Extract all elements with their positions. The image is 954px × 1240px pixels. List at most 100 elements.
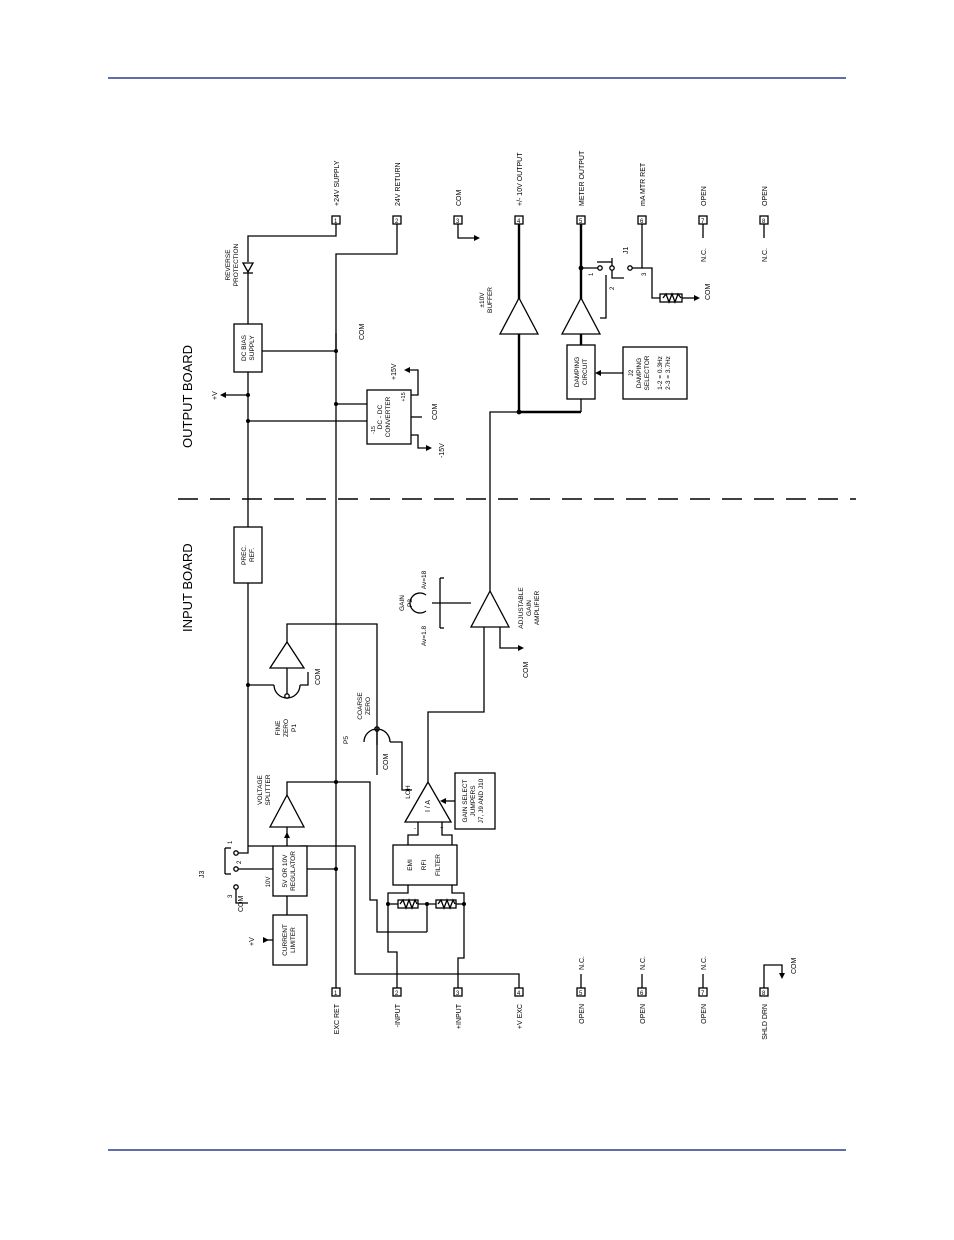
svg-text:P5: P5: [343, 736, 350, 744]
svg-text:DC BIAS: DC BIAS: [241, 334, 248, 361]
fine-zero-feedback: [286, 623, 378, 775]
svg-text:2-3 = 3.7Hz: 2-3 = 3.7Hz: [665, 356, 672, 390]
svg-text:1: 1: [334, 991, 338, 997]
output-terminal-6: 6 mA MTR RET: [637, 162, 647, 225]
svg-text:8: 8: [762, 219, 766, 225]
nc-marker-output-8: N.C.: [762, 224, 769, 262]
plus-input-wire: [457, 904, 465, 988]
svg-text:OPEN: OPEN: [701, 186, 708, 206]
svg-text:3: 3: [456, 219, 460, 225]
regulator: 5V OR 10V REGULATOR 10V: [266, 845, 308, 897]
svg-text:DAMPING: DAMPING: [636, 358, 643, 388]
svg-text:6: 6: [640, 219, 644, 225]
svg-text:J2: J2: [628, 369, 635, 376]
svg-text:24V RETURN: 24V RETURN: [395, 162, 402, 206]
svg-text:SPLITTER: SPLITTER: [265, 774, 272, 805]
j3-jumper: J3 1 2 3 COM: [199, 840, 273, 912]
current-limiter: CURRENT LIMITER: [272, 914, 308, 966]
svg-text:CONVERTER: CONVERTER: [385, 396, 392, 437]
svg-text:OPEN: OPEN: [762, 186, 769, 206]
svg-text:N.C.: N.C.: [701, 248, 708, 262]
svg-text:ZERO: ZERO: [365, 697, 372, 715]
svg-text:I / A: I / A: [425, 800, 432, 812]
output-terminal-7: 7 OPEN: [698, 186, 708, 225]
nc-marker-input-5: N.C.: [579, 956, 586, 988]
svg-text:1: 1: [589, 272, 595, 276]
input-terminal-6: 6 OPEN: [637, 987, 647, 1024]
svg-text:JUMPERS: JUMPERS: [470, 785, 477, 817]
svg-text:BUFFER: BUFFER: [487, 287, 494, 313]
svg-text:CIRCUIT: CIRCUIT: [582, 359, 589, 385]
input-board-label: INPUT BOARD: [180, 543, 195, 632]
instrumentation-amp: I / A LOH - +: [403, 780, 453, 832]
svg-text:+/- 10V OUTPUT: +/- 10V OUTPUT: [517, 152, 524, 206]
svg-text:N.C.: N.C.: [762, 248, 769, 262]
svg-text:GAIN: GAIN: [526, 600, 533, 616]
svg-text:P1: P1: [291, 724, 298, 732]
svg-text:Av=18: Av=18: [421, 570, 428, 589]
svg-text:LIMITER: LIMITER: [290, 927, 297, 953]
svg-text:COM: COM: [315, 669, 322, 686]
gain-to-buffer-wire: [489, 411, 519, 591]
svg-text:-INPUT: -INPUT: [395, 1003, 402, 1027]
meter-buffer-amp: [560, 296, 602, 335]
svg-text:AMPLIFIER: AMPLIFIER: [534, 591, 541, 626]
output-terminal-5: 5 METER OUTPUT: [576, 150, 586, 225]
svg-text:10V: 10V: [266, 877, 272, 888]
plus-vexc-wire: [300, 845, 520, 988]
svg-text:+INPUT: +INPUT: [456, 1003, 463, 1029]
fine-zero-pot-p1: COM FINE ZERO P1: [248, 668, 322, 737]
gain-pot-p2: GAIN P2 Av=18 Av=1.8: [399, 570, 471, 646]
svg-text:N.C.: N.C.: [579, 956, 586, 970]
minus-15v-out: -15V: [411, 434, 446, 458]
output-terminal-2: 2 24V RETURN: [392, 162, 402, 225]
svg-text:+V EXC: +V EXC: [517, 1004, 524, 1029]
svg-text:4: 4: [517, 219, 521, 225]
svg-text:COM: COM: [705, 284, 712, 301]
com-return-rail: [335, 224, 398, 988]
damping-circuit: DAMPING CIRCUIT: [566, 344, 596, 400]
output-terminal-4: 4 +/- 10V OUTPUT: [514, 152, 524, 225]
svg-text:N.C.: N.C.: [640, 956, 647, 970]
dc-bias-supply: DC BIAS SUPPLY: [233, 323, 263, 373]
svg-text:GAIN SELECT: GAIN SELECT: [462, 779, 469, 822]
input-terminal-2: 2 -INPUT: [392, 987, 402, 1027]
svg-text:-15V: -15V: [439, 443, 446, 458]
shield-drain-com: COM: [763, 958, 798, 988]
svg-text:REGULATOR: REGULATOR: [290, 851, 297, 891]
svg-text:COM: COM: [791, 958, 798, 975]
output-terminal-3: 3 COM: [453, 190, 463, 225]
supply-wire: [247, 224, 337, 262]
input-terminal-3: 3 +INPUT: [453, 987, 463, 1029]
input-terminal-5: 5 OPEN: [576, 987, 586, 1024]
svg-text:RFI: RFI: [421, 860, 428, 871]
damping-selector: J2 DAMPING SELECTOR 1-2 = 0.3Hz 2-3 = 3.…: [622, 346, 688, 400]
svg-text:ADJUSTABLE: ADJUSTABLE: [518, 587, 525, 629]
svg-text:7: 7: [701, 991, 705, 997]
svg-text:2: 2: [237, 860, 243, 864]
svg-text:±10V: ±10V: [479, 292, 486, 308]
j1-jumper: J1 1 2 3: [581, 224, 648, 290]
svg-text:3: 3: [228, 894, 234, 898]
svg-text:OPEN: OPEN: [701, 1004, 708, 1024]
nc-marker-input-6: N.C.: [640, 956, 647, 988]
com-dcdc-out: COM: [411, 404, 439, 420]
svg-text:ZERO: ZERO: [283, 719, 290, 737]
svg-text:mA MTR RET: mA MTR RET: [640, 162, 647, 206]
adjustable-gain-amp: ADJUSTABLE GAIN AMPLIFIER: [469, 587, 541, 629]
svg-text:EXC RET: EXC RET: [334, 1003, 341, 1034]
svg-text:J7, J9 AND J10: J7, J9 AND J10: [478, 778, 485, 823]
svg-text:REVERSE: REVERSE: [225, 249, 232, 281]
svg-text:J1: J1: [623, 247, 630, 255]
svg-text:6: 6: [640, 991, 644, 997]
svg-text:7: 7: [701, 219, 705, 225]
dc-dc-converter: DC - DC CONVERTER +15 -15: [366, 389, 412, 445]
svg-text:COM: COM: [456, 190, 463, 207]
svg-text:SELECTOR: SELECTOR: [644, 355, 651, 390]
svg-text:1: 1: [228, 840, 234, 844]
svg-text:EMI: EMI: [407, 859, 414, 871]
input-terminal-7: 7 OPEN: [698, 987, 708, 1024]
svg-text:J3: J3: [199, 871, 206, 879]
